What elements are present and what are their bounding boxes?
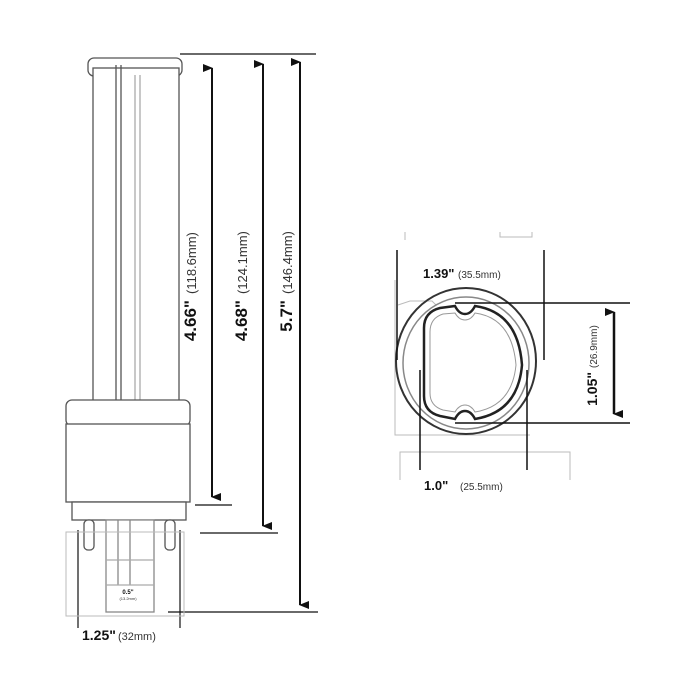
svg-text:(146.4mm): (146.4mm) (280, 231, 295, 294)
svg-text:1.0": 1.0" (424, 478, 448, 493)
svg-text:1.25": 1.25" (82, 627, 116, 643)
dim-base-width: 1.25" (32mm) (82, 627, 156, 643)
dim-inner-width: 1.0" (25.5mm) (424, 478, 503, 493)
lamp-end-view (394, 232, 571, 480)
dim-4-66: 4.66" (118.6mm) (181, 232, 200, 341)
outer-ring (395, 287, 537, 435)
lamp-pin (164, 519, 176, 551)
svg-text:(35.5mm): (35.5mm) (458, 270, 501, 281)
inner-profile (422, 304, 524, 421)
svg-text:(124.1mm): (124.1mm) (235, 231, 250, 294)
dimension-arrows (203, 58, 309, 609)
dim-height: 1.05" (26.9mm) (584, 325, 600, 406)
svg-text:(118.6mm): (118.6mm) (184, 232, 199, 294)
lamp-side-view (65, 57, 191, 613)
end-view-dimension-lines (396, 250, 630, 470)
dim-5-7: 5.7" (146.4mm) (277, 231, 296, 332)
svg-text:4.68": 4.68" (232, 300, 251, 341)
svg-text:1.39": 1.39" (423, 266, 454, 281)
extension-lines (77, 53, 318, 628)
svg-text:(32mm): (32mm) (118, 631, 156, 643)
dim-outer-width: 1.39" (35.5mm) (423, 266, 501, 281)
dim-4-68: 4.68" (124.1mm) (232, 231, 251, 341)
lamp-base-collar (65, 399, 191, 427)
svg-text:4.66": 4.66" (181, 300, 200, 341)
svg-text:(26.9mm): (26.9mm) (589, 325, 600, 368)
lamp-tube (92, 67, 180, 403)
pin-dim-inch: 0.5" (122, 590, 133, 596)
lamp-pin (83, 519, 95, 551)
pin-dim-mm: (13.2mm) (119, 596, 137, 601)
svg-text:(25.5mm): (25.5mm) (460, 482, 503, 493)
lamp-base-ring (71, 501, 187, 521)
svg-text:1.05": 1.05" (584, 372, 600, 406)
lamp-base-body (65, 423, 191, 503)
svg-text:5.7": 5.7" (277, 300, 296, 332)
